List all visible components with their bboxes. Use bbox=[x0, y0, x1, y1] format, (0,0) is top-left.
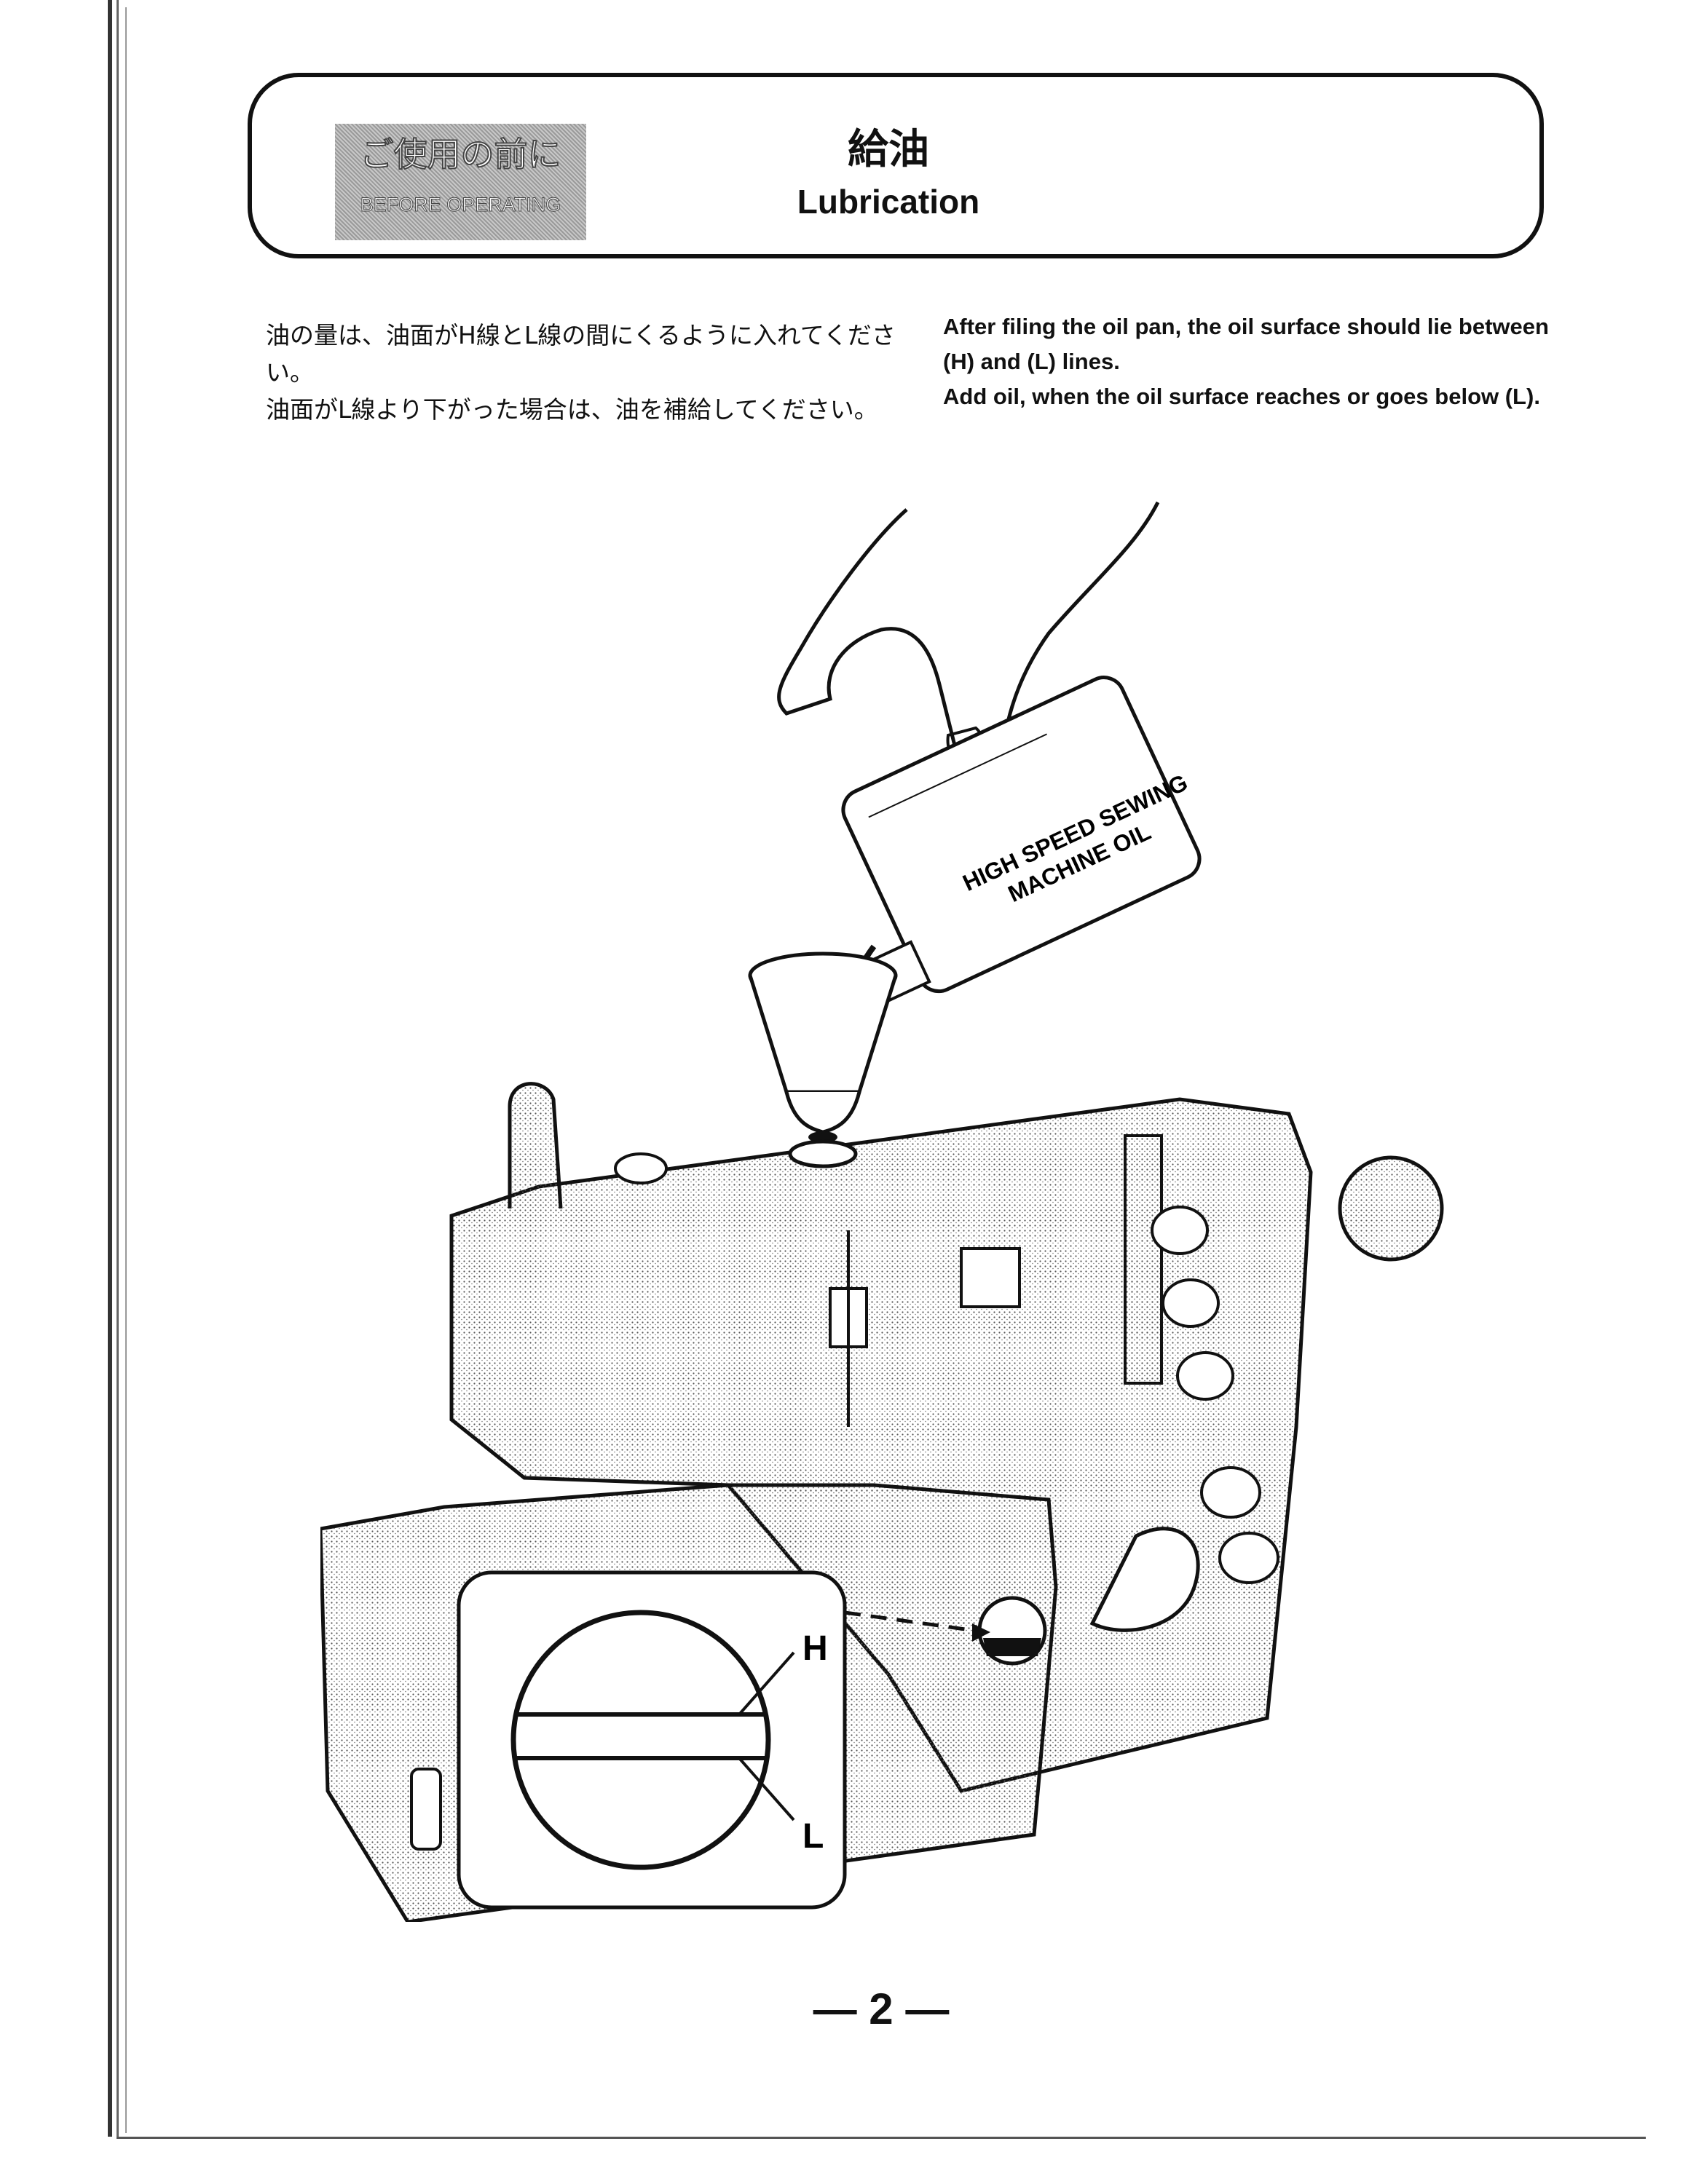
english-instructions: After filing the oil pan, the oil surfac… bbox=[943, 309, 1562, 414]
en-paragraph-1: After filing the oil pan, the oil surfac… bbox=[943, 314, 1549, 374]
page-title-japanese: 給油 bbox=[848, 126, 929, 173]
lubrication-illustration: HIGH SPEED SEWING MACHINE OIL bbox=[320, 501, 1444, 1922]
thread-guide bbox=[508, 1082, 563, 1209]
bottom-edge-line bbox=[117, 2137, 1646, 2139]
gauge-circle bbox=[510, 1610, 771, 1870]
knee-guard bbox=[1089, 1527, 1200, 1632]
handwheel bbox=[1338, 1155, 1444, 1262]
en-paragraph-2: Add oil, when the oil surface reaches or… bbox=[943, 384, 1540, 409]
badge-english: BEFORE OPERATING bbox=[360, 194, 561, 216]
header-frame bbox=[248, 73, 1544, 258]
binding-edge-line bbox=[117, 0, 119, 2137]
hand bbox=[777, 501, 1160, 796]
gauge-low-label: L bbox=[802, 1817, 824, 1856]
bed-slot bbox=[410, 1768, 442, 1851]
oil-funnel bbox=[748, 951, 898, 1143]
l-leader-line bbox=[738, 1757, 795, 1821]
badge-japanese: ご使用の前に bbox=[360, 134, 562, 175]
jp-paragraph-1: 油の量は、油面がH線とL線の間にくるように入れてください。 bbox=[266, 321, 896, 387]
section-badge: ご使用の前に BEFORE OPERATING bbox=[335, 124, 586, 240]
jp-paragraph-2: 油面がL線より下がった場合は、油を補給してください。 bbox=[266, 395, 878, 424]
japanese-instructions: 油の量は、油面がH線とL線の間にくるように入れてください。 油面がL線より下がっ… bbox=[266, 317, 907, 428]
oil-inlet-hole bbox=[788, 1139, 858, 1168]
thread-tension-assembly bbox=[1124, 1134, 1279, 1584]
page-number: — 2 — bbox=[813, 1985, 950, 2033]
gauge-high-label: H bbox=[802, 1629, 828, 1668]
binding-edge-line bbox=[125, 7, 127, 2133]
h-leader-line bbox=[738, 1651, 795, 1716]
cap-hole bbox=[614, 1152, 668, 1184]
binding-edge-line bbox=[108, 0, 112, 2137]
page-title-english: Lubrication bbox=[797, 183, 980, 221]
pointer-line bbox=[844, 1610, 977, 1633]
presser-box bbox=[960, 1247, 1021, 1308]
